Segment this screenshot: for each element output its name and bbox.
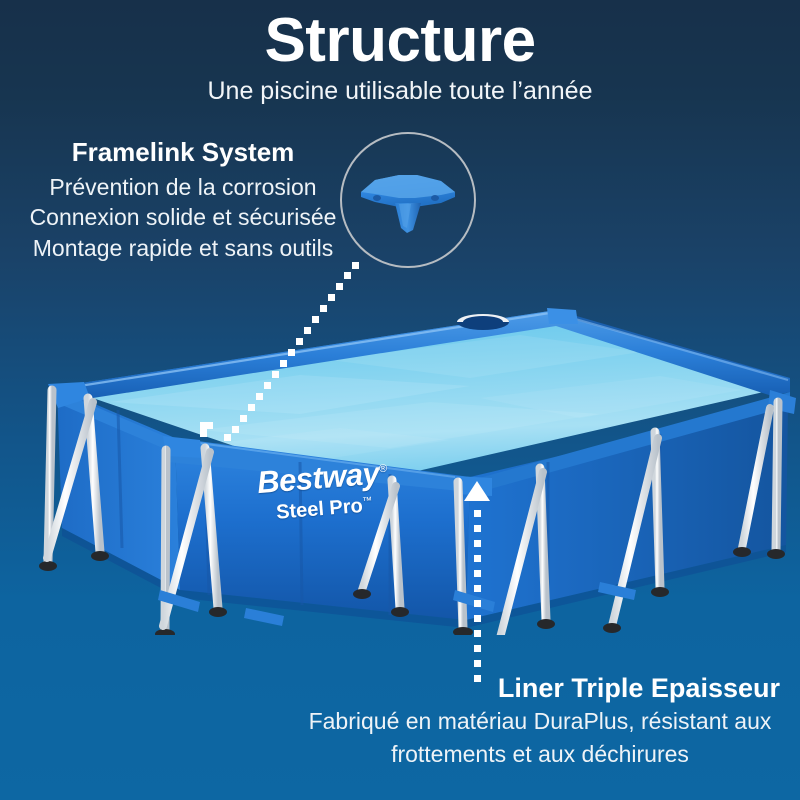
pool-rail-far-left <box>57 310 568 400</box>
feature-liner-body-2: frottements et aux déchirures <box>391 740 689 767</box>
feature-liner: Liner Triple Epaisseur Fabriqué en matér… <box>300 672 780 769</box>
liner-arrow-line <box>474 510 481 690</box>
framelink-badge-circle <box>340 132 476 268</box>
pool-water <box>75 318 790 486</box>
feature-framelink-line-3: Montage rapide et sans outils <box>32 234 334 261</box>
feature-framelink-line-2: Connexion solide et sécurisée <box>29 204 337 231</box>
page-title: Structure <box>264 6 536 75</box>
liner-arrow-head-icon <box>464 481 490 501</box>
feature-liner-heading: Liner Triple Epaisseur <box>497 673 780 703</box>
pool-rail-far-right <box>556 310 790 396</box>
feature-framelink-heading: Framelink System <box>71 137 295 167</box>
pool-rail-near-right <box>470 392 790 494</box>
water-ripples <box>110 335 742 466</box>
pool-illustration <box>39 308 796 635</box>
page-subtitle: Une piscine utilisable toute l’année <box>207 77 593 105</box>
framelink-connector-icon <box>361 175 455 233</box>
feature-framelink: Framelink System Prévention de la corros… <box>8 137 358 263</box>
pool-inlet <box>457 314 509 330</box>
feature-framelink-line-1: Prévention de la corrosion <box>49 173 317 200</box>
pool-legs <box>39 385 785 635</box>
feature-liner-body-1: Fabriqué en matériau DuraPlus, résistant… <box>308 708 772 735</box>
